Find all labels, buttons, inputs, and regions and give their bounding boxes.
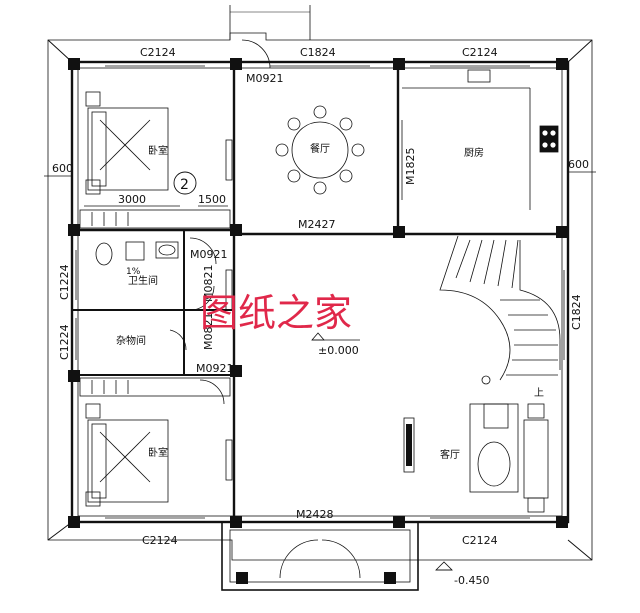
eave-corner xyxy=(567,539,593,561)
window-label-top-right: C2124 xyxy=(462,46,498,59)
dining-table xyxy=(275,105,365,195)
door-label-dining-top: M0921 xyxy=(246,72,284,85)
eave-corner xyxy=(567,39,593,63)
level-outside: -0.450 xyxy=(454,574,489,587)
kitchen-fixtures xyxy=(467,69,559,153)
door-label-corridor-2: M0821 xyxy=(202,313,215,351)
tv-cabinet xyxy=(403,417,415,473)
bed-upper xyxy=(85,91,169,195)
window-label-right-stair: C1824 xyxy=(570,294,583,330)
watermark: 图纸之家 xyxy=(200,291,352,335)
dim-wardrobe-width: 3000 xyxy=(118,193,146,206)
windows xyxy=(71,61,569,523)
wardrobes xyxy=(79,209,231,397)
window-label-top-middle: C1824 xyxy=(300,46,336,59)
room-label-bedroom-upper: 卧室 xyxy=(148,144,168,157)
axis-marker-number: 2 xyxy=(180,177,189,193)
room-label-dining: 餐厅 xyxy=(310,142,330,155)
bathroom-fixtures xyxy=(95,241,179,266)
dim-right-overhang: 600 xyxy=(568,158,589,171)
bed-lower xyxy=(85,403,169,507)
bath-slope: 1% xyxy=(126,267,141,277)
sofa-set xyxy=(469,403,549,513)
window-label-top-left: C2124 xyxy=(140,46,176,59)
door-swings xyxy=(169,39,361,579)
room-label-bedroom-lower: 卧室 xyxy=(148,446,168,459)
window-label-left-lower: C1224 xyxy=(58,324,71,360)
window-label-bottom-left: C2124 xyxy=(142,534,178,547)
door-label-kitchen-side: M1825 xyxy=(404,148,417,186)
dim-left-overhang: 600 xyxy=(52,162,73,175)
door-label-bedroom-lower: M0921 xyxy=(196,362,234,375)
window-label-left-upper: C1224 xyxy=(58,264,71,300)
staircase xyxy=(439,235,561,385)
room-label-bathroom: 卫生间 xyxy=(128,274,158,287)
room-label-storage: 杂物间 xyxy=(116,334,146,347)
level-floor: ±0.000 xyxy=(318,344,359,357)
door-label-entrance: M2428 xyxy=(296,508,334,521)
axis-marker xyxy=(173,171,197,195)
door-label-dining-living: M2427 xyxy=(298,218,336,231)
room-label-living: 客厅 xyxy=(440,448,460,461)
dim-wardrobe-depth: 1500 xyxy=(198,193,226,206)
door-label-corridor-1: M0821 xyxy=(202,265,215,303)
door-label-bathroom: M0921 xyxy=(190,248,228,261)
entrance-porch xyxy=(221,521,419,591)
room-label-kitchen: 厨房 xyxy=(464,146,484,159)
window-label-bottom-right: C2124 xyxy=(462,534,498,547)
stair-up-label: 上 xyxy=(534,387,544,399)
